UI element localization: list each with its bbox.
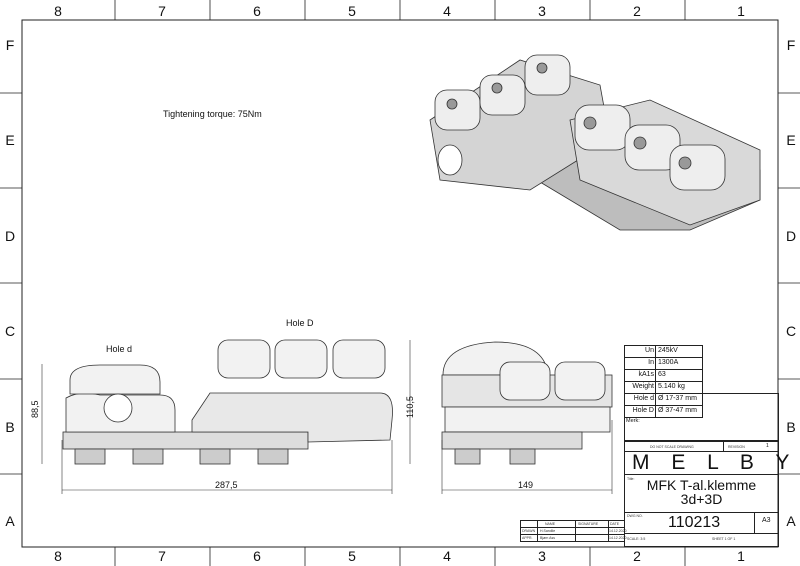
spec-value: 1300A — [658, 359, 679, 366]
spec-label: Hole D — [632, 407, 654, 414]
scale-row — [624, 533, 779, 547]
signoff-name: H.Sandlie — [540, 529, 556, 533]
row-label-left: E — [5, 132, 15, 148]
spec-value-cell — [655, 405, 703, 418]
company-logo: M E L B Y E — [632, 451, 800, 474]
title-line-1: MFK T-al.klemme — [646, 477, 757, 493]
spec-label: Hole d — [633, 395, 654, 402]
dim-height-right: 110,5 — [405, 396, 415, 418]
mark-label: Merk: — [626, 418, 640, 424]
signoff-name: Bjørn Ass — [540, 536, 555, 540]
column-label-top: 2 — [633, 3, 641, 19]
spec-value: Ø 17-37 mm — [658, 395, 697, 402]
spec-label: In — [648, 359, 654, 366]
signoff-header: SIGNATURE — [578, 522, 599, 526]
do-not-scale: DO NOT SCALE DRAWING — [650, 445, 694, 449]
row-label-right: F — [786, 37, 796, 53]
spec-label: kA1s — [638, 371, 654, 378]
row-label-right: C — [785, 323, 797, 339]
dim-width: 149 — [518, 480, 534, 490]
signoff-date: 14.12.2020 — [609, 536, 627, 540]
torque-note: Tightening torque: 75Nm — [163, 109, 262, 119]
dim-length: 287,5 — [215, 480, 238, 490]
column-label-top: 5 — [348, 3, 356, 19]
isometric-view — [429, 54, 761, 231]
dim-height-left: 88,5 — [30, 400, 40, 418]
row-label-right: A — [786, 513, 796, 529]
column-label-bottom: 7 — [158, 548, 166, 564]
column-label-top: 7 — [158, 3, 166, 19]
revision-value: 1 — [766, 443, 769, 449]
signoff-cell — [608, 534, 625, 542]
signoff-date: 14.12.2020 — [609, 529, 627, 533]
dimension-lines — [41, 340, 613, 494]
side-view — [441, 341, 613, 465]
spec-label: Un — [645, 347, 654, 354]
sheet-count: SHEET 1 OF 1 — [712, 537, 736, 541]
row-label-left: D — [4, 228, 16, 244]
column-label-top: 1 — [737, 3, 745, 19]
scale: SCALE: 3:5 — [627, 537, 646, 541]
row-label-left: A — [5, 513, 15, 529]
column-label-top: 8 — [54, 3, 62, 19]
row-label-left: C — [4, 323, 16, 339]
row-label-left: F — [5, 37, 15, 53]
column-label-top: 6 — [253, 3, 261, 19]
column-label-bottom: 5 — [348, 548, 356, 564]
signoff-header: DATE — [610, 522, 620, 526]
signoff-header: NAME — [545, 522, 556, 526]
row-label-left: B — [5, 419, 15, 435]
front-view — [62, 339, 393, 465]
title-label: Title: — [627, 477, 635, 481]
title-line-2: 3d+3D — [680, 491, 723, 507]
spec-value: 63 — [658, 371, 666, 378]
column-label-bottom: 6 — [253, 548, 261, 564]
row-label-right: B — [786, 419, 796, 435]
spec-label: Weight — [632, 383, 654, 390]
hole-D-label: Hole D — [286, 318, 314, 328]
drawing-number: 110213 — [668, 514, 721, 531]
column-label-bottom: 1 — [737, 548, 745, 564]
dwg-no-label: DWG NO. — [627, 514, 643, 518]
column-label-bottom: 3 — [538, 548, 546, 564]
revision-label: REVISION — [728, 445, 745, 449]
signoff-role: APPR. — [522, 536, 533, 540]
column-label-bottom: 2 — [633, 548, 641, 564]
row-label-right: D — [785, 228, 797, 244]
sheet-size: A3 — [762, 517, 771, 524]
signoff-cell — [575, 534, 609, 542]
column-label-bottom: 8 — [54, 548, 62, 564]
spec-value: 5.140 kg — [658, 383, 685, 390]
row-label-right: E — [786, 132, 796, 148]
hole-d-label: Hole d — [106, 344, 133, 354]
drawing-title: MFK T-al.klemme 3d+3D — [624, 478, 779, 506]
column-label-top: 3 — [538, 3, 546, 19]
column-label-top: 4 — [443, 3, 451, 19]
spec-value: Ø 37-47 mm — [658, 407, 697, 414]
column-label-bottom: 4 — [443, 548, 451, 564]
spec-value: 245kV — [658, 347, 678, 354]
signoff-role: DRAWN — [522, 529, 536, 533]
